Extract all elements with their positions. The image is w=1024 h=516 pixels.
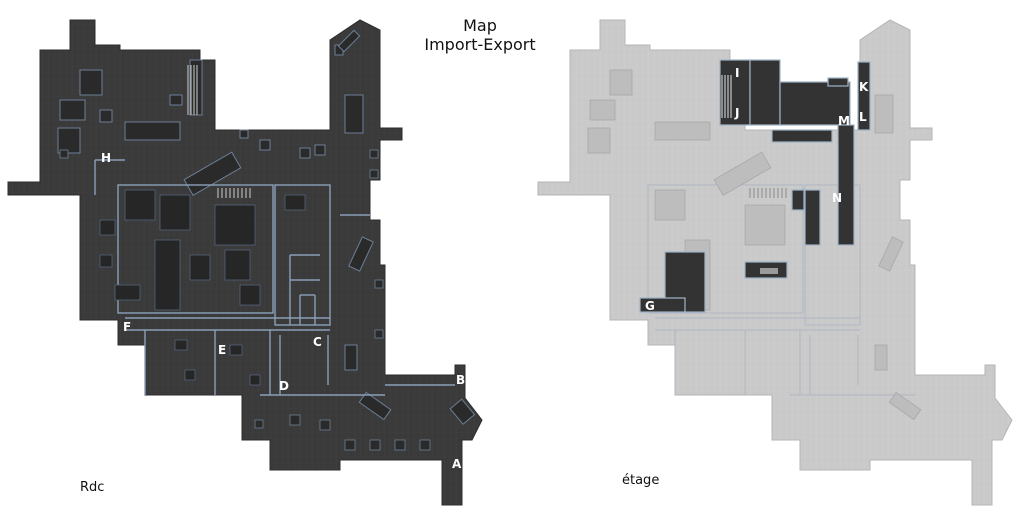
marker-K: K [859,80,869,94]
map-title-line1: Map [463,16,497,35]
marker-B: B [456,373,465,387]
upper-floor-label: étage [622,473,660,488]
ground-floor-label: Rdc [80,480,105,495]
map-title-line2: Import-Export [424,35,536,54]
marker-J: J [734,106,739,120]
marker-A: A [452,457,462,471]
marker-G: G [645,299,655,313]
marker-M: M [838,114,850,128]
marker-C: C [313,335,322,349]
upper-floor-map: G I J K L M N [537,19,1013,506]
upper-floor-rooms [639,59,871,313]
marker-D: D [279,379,289,393]
marker-I: I [735,66,739,80]
marker-N: N [832,191,842,205]
marker-E: E [218,343,226,357]
marker-F: F [123,320,131,334]
marker-L: L [859,110,867,124]
marker-H: H [101,151,111,165]
ground-floor-map: A B C D E F H [7,19,483,506]
